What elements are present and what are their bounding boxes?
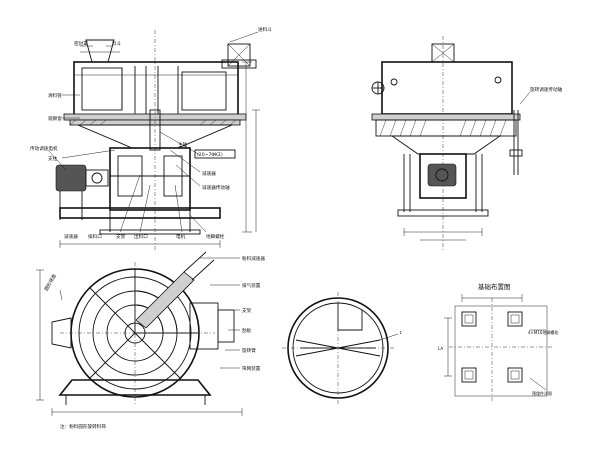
label-left-b: 观察窗 (48, 115, 62, 122)
label-top-left-1: 密封罩 (74, 40, 88, 47)
label-left-f: 排料口 (88, 233, 102, 240)
foundation-plan (444, 294, 553, 402)
label-found-left: LA (438, 346, 443, 351)
circle-dim-note: ↕ (399, 330, 402, 335)
label-plan-3: 支架 (242, 307, 252, 314)
front-section-view (47, 30, 260, 250)
label-bottom-1: 地脚螺栓 (206, 233, 225, 240)
label-found-dim: 4×M16地脚螺栓 (528, 329, 558, 335)
label-top-hopper: 进料斗 (258, 26, 272, 33)
label-left-a: 滑料管 (48, 92, 62, 99)
label-left-c: 传动调速电机 (30, 145, 58, 152)
label-plan-2: 排气装置 (242, 282, 261, 289)
label-plan-1: 粉料减速器 (242, 255, 265, 262)
label-mid-1: 主轴 (178, 141, 188, 148)
label-bottom-4: 电机 (176, 233, 186, 240)
label-mid-3: 减速器传动轴 (202, 184, 230, 191)
label-plan-5: 旋转臂 (242, 347, 256, 354)
label-found-title: 基础布置图 (478, 282, 511, 291)
label-plan-left: 圆形筛面 (43, 272, 58, 292)
plan-view (36, 251, 243, 416)
circle-detail-view: ↕ (282, 292, 402, 404)
label-plan-4: 刮板 (242, 327, 252, 334)
label-left-d: 支柱 (48, 155, 58, 162)
label-top-left-2: 料斗 (112, 40, 122, 47)
label-dim-box: (20~7ΦKΣ) (197, 152, 223, 158)
label-right-note: 旋转调速传动轴 (530, 86, 563, 93)
side-view (371, 36, 531, 250)
label-bottom-3: 支架 (116, 233, 126, 240)
label-bottom-2: 出料口 (134, 233, 148, 240)
label-plan-bottom-note: 注：粉料圆形旋转料筛 (60, 423, 106, 430)
label-mid-2: 减速器 (202, 170, 216, 177)
label-left-e: 减速器 (64, 233, 78, 240)
label-plan-6: 筛网装置 (242, 365, 261, 372)
label-found-dim2: 预埋件详图 (532, 390, 552, 396)
